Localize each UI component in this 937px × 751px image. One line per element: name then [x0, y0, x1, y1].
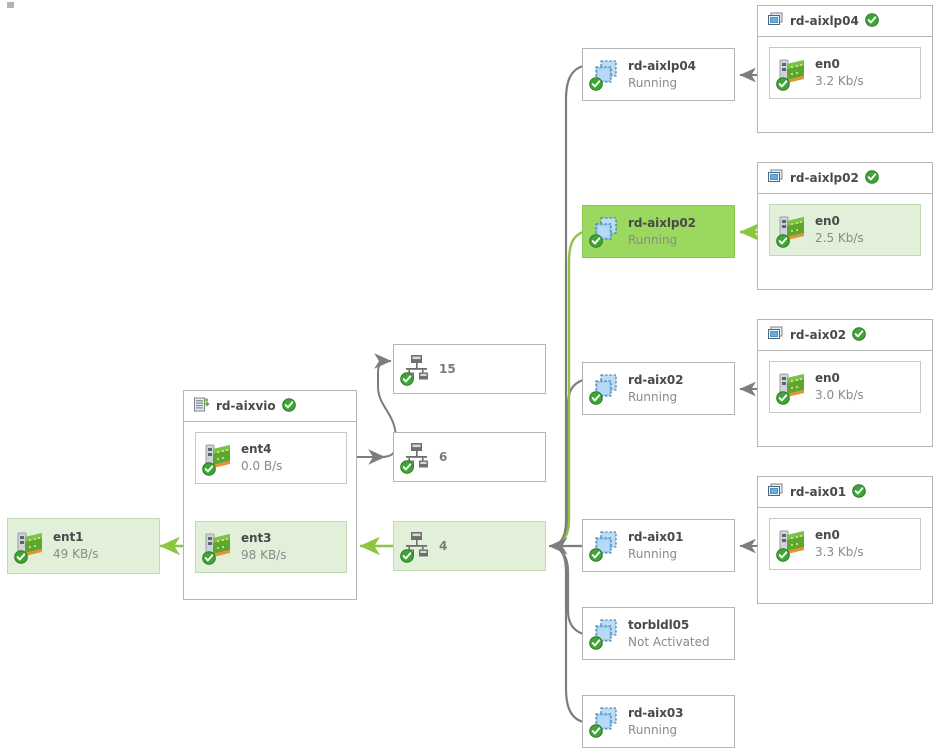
vlan-node[interactable]: 15 — [393, 344, 546, 394]
network-adapter-icon — [778, 370, 808, 404]
lpar-icon — [591, 215, 621, 249]
partition-state: Running — [628, 75, 678, 90]
status-ok-icon — [400, 548, 414, 567]
status-ok-icon — [865, 12, 879, 31]
panel-adapter-row[interactable]: en0 3.2 Kb/s — [769, 47, 921, 99]
lpar-icon — [591, 372, 621, 406]
adapter-rate: 3.0 Kb/s — [815, 388, 864, 402]
partition-panel-name: rd-aixlp04 — [790, 14, 859, 28]
external-adapter-node[interactable]: ent1 49 KB/s — [7, 518, 160, 574]
adapter-cell: ent1 49 KB/s — [8, 519, 159, 573]
status-ok-icon — [14, 549, 28, 568]
partition-panel-header: rd-aix02 — [758, 320, 932, 351]
adapter-rate: 3.3 Kb/s — [815, 545, 864, 559]
status-ok-icon — [589, 390, 603, 409]
adapter-name: en0 — [815, 528, 840, 543]
partition-panel-header: rd-aixlp04 — [758, 6, 932, 37]
partition-name: rd-aixlp02 — [628, 215, 696, 230]
status-ok-icon — [589, 547, 603, 566]
partition-node[interactable]: rd-aix02 Running — [582, 362, 735, 415]
partition-state: Running — [628, 389, 678, 404]
vio-server-panel[interactable]: rd-aixvio — [183, 390, 357, 600]
network-adapter-icon — [204, 441, 234, 475]
vlan-node[interactable]: 4 — [393, 521, 546, 571]
adapter-name: en0 — [815, 57, 840, 72]
panel-adapter-row[interactable]: en0 3.0 Kb/s — [769, 361, 921, 413]
partition-panel[interactable]: rd-aix02 — [757, 319, 933, 447]
partition-node[interactable]: torbldl05 Not Activated — [582, 607, 735, 660]
partition-state: Not Activated — [628, 634, 710, 649]
vio-adapter-row[interactable]: ent3 98 KB/s — [195, 521, 347, 573]
status-ok-icon — [400, 371, 414, 390]
vio-server-header: rd-aixvio — [184, 391, 356, 422]
status-ok-icon — [589, 233, 603, 252]
partition-panel[interactable]: rd-aixlp02 — [757, 162, 933, 290]
vlan-id: 15 — [439, 362, 456, 376]
partition-panel-name: rd-aix01 — [790, 485, 847, 499]
lpar-panel-icon — [767, 325, 784, 346]
network-adapter-icon — [16, 529, 46, 563]
network-adapter-icon — [778, 527, 808, 561]
status-ok-icon — [589, 723, 603, 742]
lpar-icon — [591, 617, 621, 651]
partition-name: rd-aixlp04 — [628, 58, 696, 73]
adapter-name: ent4 — [241, 442, 272, 457]
partition-node[interactable]: rd-aixlp04 Running — [582, 48, 735, 101]
partition-state: Running — [628, 546, 678, 561]
partition-panel[interactable]: rd-aixlp04 — [757, 5, 933, 133]
panel-adapter-row[interactable]: en0 2.5 Kb/s — [769, 204, 921, 256]
status-ok-icon — [776, 76, 790, 95]
status-ok-icon — [852, 483, 866, 502]
partition-name: rd-aix02 — [628, 372, 684, 387]
lpar-icon — [591, 58, 621, 92]
vlan-id: 6 — [439, 450, 448, 464]
canvas-artifact — [7, 2, 14, 8]
status-ok-icon — [776, 233, 790, 252]
adapter-name: en0 — [815, 214, 840, 229]
partition-name: rd-aix01 — [628, 529, 684, 544]
adapter-rate: 3.2 Kb/s — [815, 74, 864, 88]
status-ok-icon — [281, 397, 296, 416]
vlan-id: 4 — [439, 539, 448, 553]
partition-node[interactable]: rd-aix03 Running — [582, 695, 735, 748]
status-ok-icon — [589, 76, 603, 95]
status-ok-icon — [865, 169, 879, 188]
lpar-panel-icon — [767, 482, 784, 503]
partition-panel-name: rd-aix02 — [790, 328, 847, 342]
status-ok-icon — [202, 550, 216, 569]
status-ok-icon — [202, 461, 216, 480]
status-ok-icon — [776, 547, 790, 566]
adapter-rate: 2.5 Kb/s — [815, 231, 864, 245]
lpar-icon — [591, 529, 621, 563]
vio-adapter-row[interactable]: ent4 0.0 B/s — [195, 432, 347, 484]
partition-node[interactable]: rd-aix01 Running — [582, 519, 735, 572]
adapter-rate: 49 KB/s — [53, 547, 99, 561]
status-ok-icon — [776, 390, 790, 409]
adapter-rate: 98 KB/s — [241, 548, 287, 562]
lpar-icon — [591, 705, 621, 739]
status-ok-icon — [852, 326, 866, 345]
vlan-node[interactable]: 6 — [393, 432, 546, 482]
status-ok-icon — [400, 459, 414, 478]
partition-panel-name: rd-aixlp02 — [790, 171, 859, 185]
partition-panel-header: rd-aixlp02 — [758, 163, 932, 194]
partition-panel[interactable]: rd-aix01 — [757, 476, 933, 604]
vio-server-icon — [193, 396, 210, 417]
lpar-panel-icon — [767, 168, 784, 189]
adapter-name: en0 — [815, 371, 840, 386]
partition-state: Running — [628, 722, 678, 737]
status-ok-icon — [589, 635, 603, 654]
vio-server-name: rd-aixvio — [216, 399, 276, 413]
partition-state: Running — [628, 232, 678, 247]
adapter-name: ent3 — [241, 531, 272, 546]
adapter-rate: 0.0 B/s — [241, 459, 283, 473]
partition-name: rd-aix03 — [628, 705, 684, 720]
panel-adapter-row[interactable]: en0 3.3 Kb/s — [769, 518, 921, 570]
adapter-name: ent1 — [53, 530, 84, 545]
partition-name: torbldl05 — [628, 617, 690, 632]
partition-node[interactable]: rd-aixlp02 Running — [582, 205, 735, 258]
lpar-panel-icon — [767, 11, 784, 32]
partition-panel-header: rd-aix01 — [758, 477, 932, 508]
